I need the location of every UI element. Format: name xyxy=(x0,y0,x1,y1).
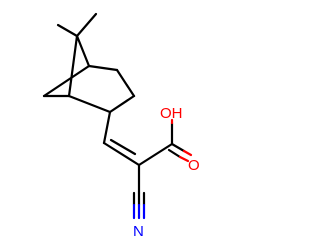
bond-gem-methyl-right xyxy=(75,12,98,38)
bond-ring-right xyxy=(115,68,136,98)
bond-ring-to-vinyl xyxy=(102,110,112,145)
bond-carbonyl-double-a-red xyxy=(182,149,193,157)
bond-vinyl-double-inner xyxy=(109,138,137,156)
bond-vinyl-double-outer xyxy=(102,141,141,167)
bond-bridge-lower xyxy=(67,34,79,98)
bond-bridge-upper xyxy=(75,34,91,68)
bond-gem-methyl-left xyxy=(56,23,79,38)
carbonyl-oxygen-label: O xyxy=(188,157,200,174)
bond-carbonyl-double-a xyxy=(170,142,186,153)
bond-ring-upper-right xyxy=(87,64,119,72)
molecule-structure: OH O N xyxy=(42,12,200,240)
bond-ring-bottom xyxy=(67,94,112,114)
bond-ring-lower-right xyxy=(108,94,136,114)
atom-labels: OH O N xyxy=(133,105,200,240)
bicyclic-ring-system xyxy=(42,12,136,114)
side-chain xyxy=(102,110,193,220)
bond-cyclobutane-top xyxy=(42,64,91,98)
nitrile-nitrogen-label: N xyxy=(133,223,144,240)
bond-carbonyl-double-b-red xyxy=(178,155,190,163)
bond-alpha-to-carboxyl xyxy=(137,142,174,167)
hydroxyl-label: OH xyxy=(160,105,183,122)
bond-carbonyl-double-b xyxy=(167,148,182,159)
